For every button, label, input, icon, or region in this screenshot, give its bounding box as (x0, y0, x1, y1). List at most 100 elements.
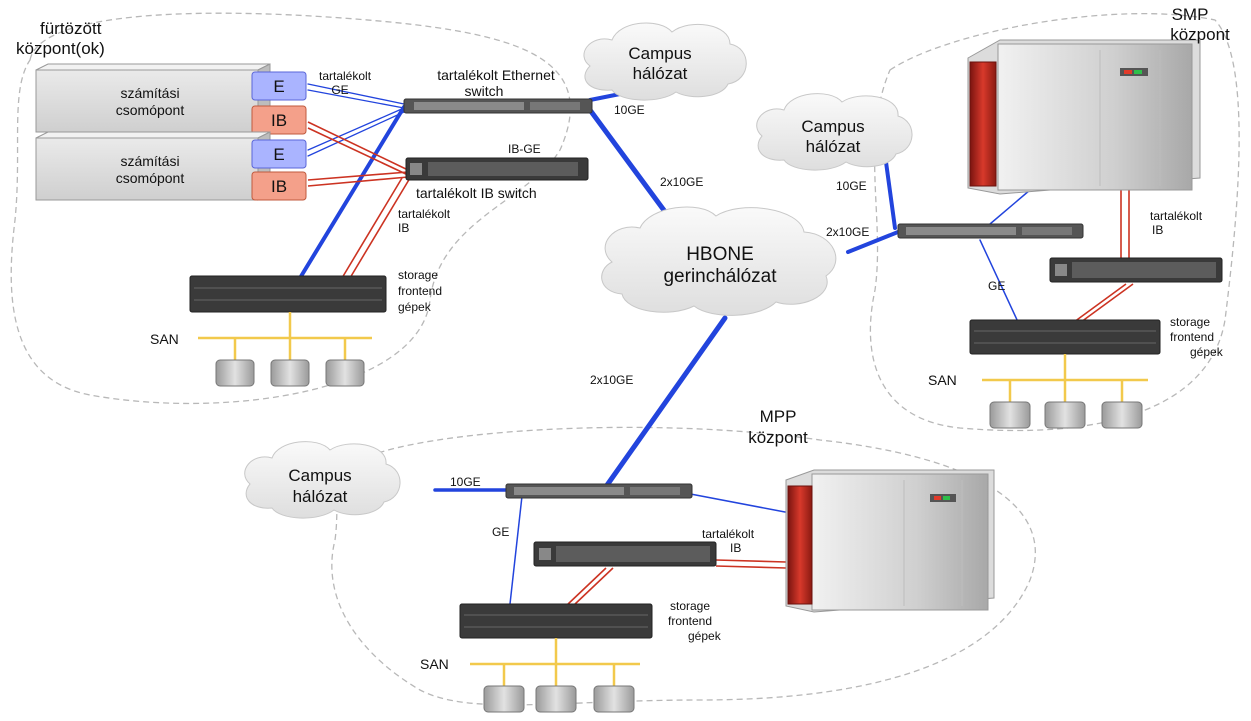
node-label-line2: csomópont (116, 102, 185, 118)
mpp-storage-label-line1: storage (670, 599, 710, 613)
smp-ethernet-switch (897, 223, 1084, 239)
mpp-ib-label-line2: IB (730, 541, 741, 555)
smp-storage-label-line3: gépek (1190, 345, 1224, 359)
ib-links (307, 121, 1134, 606)
port-ib-label: IB (271, 177, 287, 196)
cloud-label-line2: hálózat (806, 137, 861, 156)
link-hbone-to-smp-switch (846, 230, 900, 254)
link-mpp-switch-to-storage (509, 495, 523, 605)
cloud-label-line1: Campus (288, 466, 351, 485)
link-node1-e-to-switch-a (307, 83, 405, 105)
mpp-ib-label-line1: tartalékolt (702, 527, 755, 541)
link-10ge-top-label: 10GE (614, 103, 645, 117)
smp-2x10ge-label: 2x10GE (826, 225, 869, 239)
node-label-line2: csomópont (116, 170, 185, 186)
cluster-ethernet-switch (403, 98, 593, 114)
compute-node-2: számítási csomópont (35, 131, 271, 201)
link-hbone-to-mpp-switch (602, 315, 728, 491)
link-smp-switch-to-storage (979, 239, 1019, 323)
cluster-title-line1: fürtözött (40, 19, 102, 38)
smp-ib-label-line1: tartalékolt (1150, 209, 1203, 223)
cluster-storage-label-line3: gépek (398, 300, 432, 314)
smp-san-label: SAN (928, 372, 957, 388)
disk (535, 685, 577, 713)
mpp-storage-frontend (459, 603, 653, 639)
cluster-disks (215, 359, 365, 387)
mpp-title-line1: MPP (760, 407, 797, 426)
smp-title-line2: központ (1170, 25, 1230, 44)
disk (593, 685, 635, 713)
disk (989, 401, 1031, 429)
smp-storage-label-line1: storage (1170, 315, 1210, 329)
mpp-ge-label: GE (492, 525, 509, 539)
mpp-disks (483, 685, 635, 713)
link-2x10ge-lower-label: 2x10GE (590, 373, 633, 387)
smp-region (869, 12, 1240, 432)
mpp-san (470, 638, 640, 688)
node-label-line1: számítási (120, 153, 179, 169)
mpp-10ge-label: 10GE (450, 475, 481, 489)
smp-storage-label-line2: frontend (1170, 330, 1214, 344)
disk (270, 359, 310, 387)
smp-ib-label-line2: IB (1152, 223, 1163, 237)
link-mpp-switch-to-server (679, 491, 786, 513)
cloud-campus-bottom: Campus hálózat (244, 441, 401, 519)
port-e-label: E (273, 145, 284, 164)
disk (215, 359, 255, 387)
disk (1044, 401, 1086, 429)
mpp-ethernet-switch (505, 483, 693, 499)
smp-title-line1: SMP (1172, 5, 1209, 24)
cloud-hbone: HBONE gerinchálózat (601, 206, 837, 316)
cluster-title-line2: központ(ok) (16, 39, 105, 58)
link-storage-to-eth-switch (298, 105, 406, 280)
cloud-campus-right: Campus hálózat (756, 93, 913, 171)
cloud-label-line2: hálózat (293, 487, 348, 506)
port-e-label: E (273, 77, 284, 96)
cloud-label-line2: gerinchálózat (663, 266, 777, 287)
link-node2-e-to-switch-b (307, 111, 405, 157)
cloud-label-line2: hálózat (633, 64, 688, 83)
mpp-region (331, 426, 1036, 706)
smp-10ge-label: 10GE (836, 179, 867, 193)
port-e-node1: E (251, 71, 307, 101)
cluster-eth-switch-label-line2: switch (465, 83, 504, 99)
cluster-storage-frontend (189, 275, 387, 313)
disk (483, 685, 525, 713)
link-2x10ge-upper-label: 2x10GE (660, 175, 703, 189)
cluster-eth-switch-label-line1: tartalékolt Ethernet (437, 67, 555, 83)
cluster-ib-label-line1: tartalékolt (398, 207, 451, 221)
port-e-node2: E (251, 139, 307, 169)
compute-node-1: számítási csomópont (35, 63, 271, 133)
cluster-san (198, 312, 372, 360)
mpp-server (785, 469, 995, 613)
link-smp-campus-to-switch (884, 160, 897, 230)
smp-server (967, 39, 1201, 195)
link-smp-switch-to-server (989, 189, 1031, 225)
mpp-storage-label-line2: frontend (668, 614, 712, 628)
cluster-ge-label-line2: GE (331, 83, 348, 97)
mpp-storage-label-line3: gépek (688, 629, 722, 643)
link-node1-e-to-switch-b (307, 89, 405, 109)
port-ib-node2: IB (251, 171, 307, 201)
disk (1101, 401, 1143, 429)
cluster-storage-label-line1: storage (398, 268, 438, 282)
cloud-label-line1: Campus (801, 117, 864, 136)
cloud-label-line1: HBONE (686, 244, 754, 265)
cloud-campus-top: Campus hálózat (583, 22, 747, 101)
smp-storage-frontend (969, 319, 1161, 355)
region-outlines (10, 12, 1240, 706)
mpp-ib-switch (533, 541, 717, 567)
port-ib-node1: IB (251, 105, 307, 135)
cluster-region (10, 12, 571, 405)
cluster-storage-label-line2: frontend (398, 284, 442, 298)
mpp-san-label: SAN (420, 656, 449, 672)
cluster-ib-ge-label: IB-GE (508, 142, 541, 156)
cluster-san-label: SAN (150, 331, 179, 347)
cluster-ib-switch (405, 157, 589, 181)
mpp-title-line2: központ (748, 428, 808, 447)
node-label-line1: számítási (120, 85, 179, 101)
smp-disks (989, 401, 1143, 429)
disk (325, 359, 365, 387)
smp-ib-switch (1049, 257, 1223, 283)
